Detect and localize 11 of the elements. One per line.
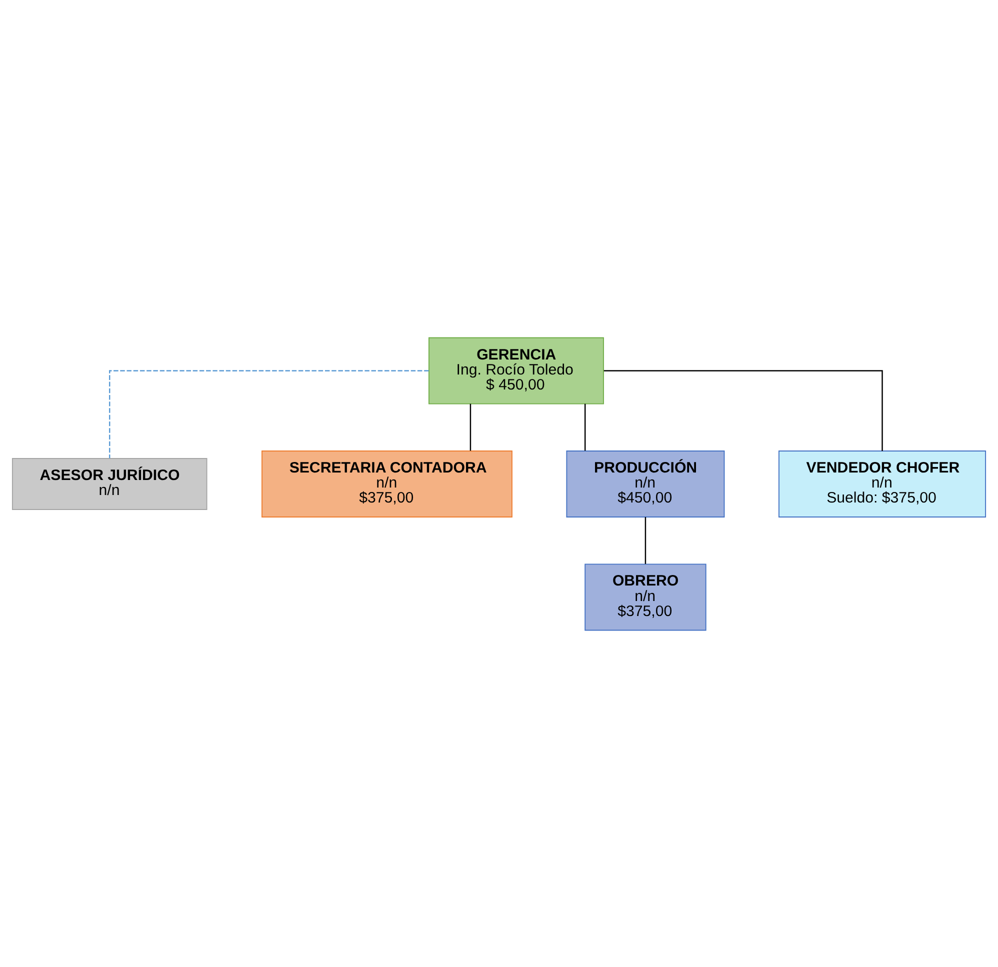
node-box: PRODUCCIÓN n/n $450,00 xyxy=(566,450,725,517)
connector xyxy=(470,403,472,450)
node-box: SECRETARIA CONTADORA n/n $375,00 xyxy=(262,450,512,517)
connector xyxy=(109,370,429,458)
connector xyxy=(604,370,883,450)
node-box: VENDEDOR CHOFER n/n Sueldo: $375,00 xyxy=(778,450,986,517)
connector xyxy=(584,403,586,450)
node-box: OBRERO n/n $375,00 xyxy=(584,563,706,630)
node-box: GERENCIA Ing. Rocío Toledo $ 450,00 xyxy=(428,336,604,404)
node-box: ASESOR JURÍDICO n/n xyxy=(12,458,208,510)
connector xyxy=(644,516,646,564)
